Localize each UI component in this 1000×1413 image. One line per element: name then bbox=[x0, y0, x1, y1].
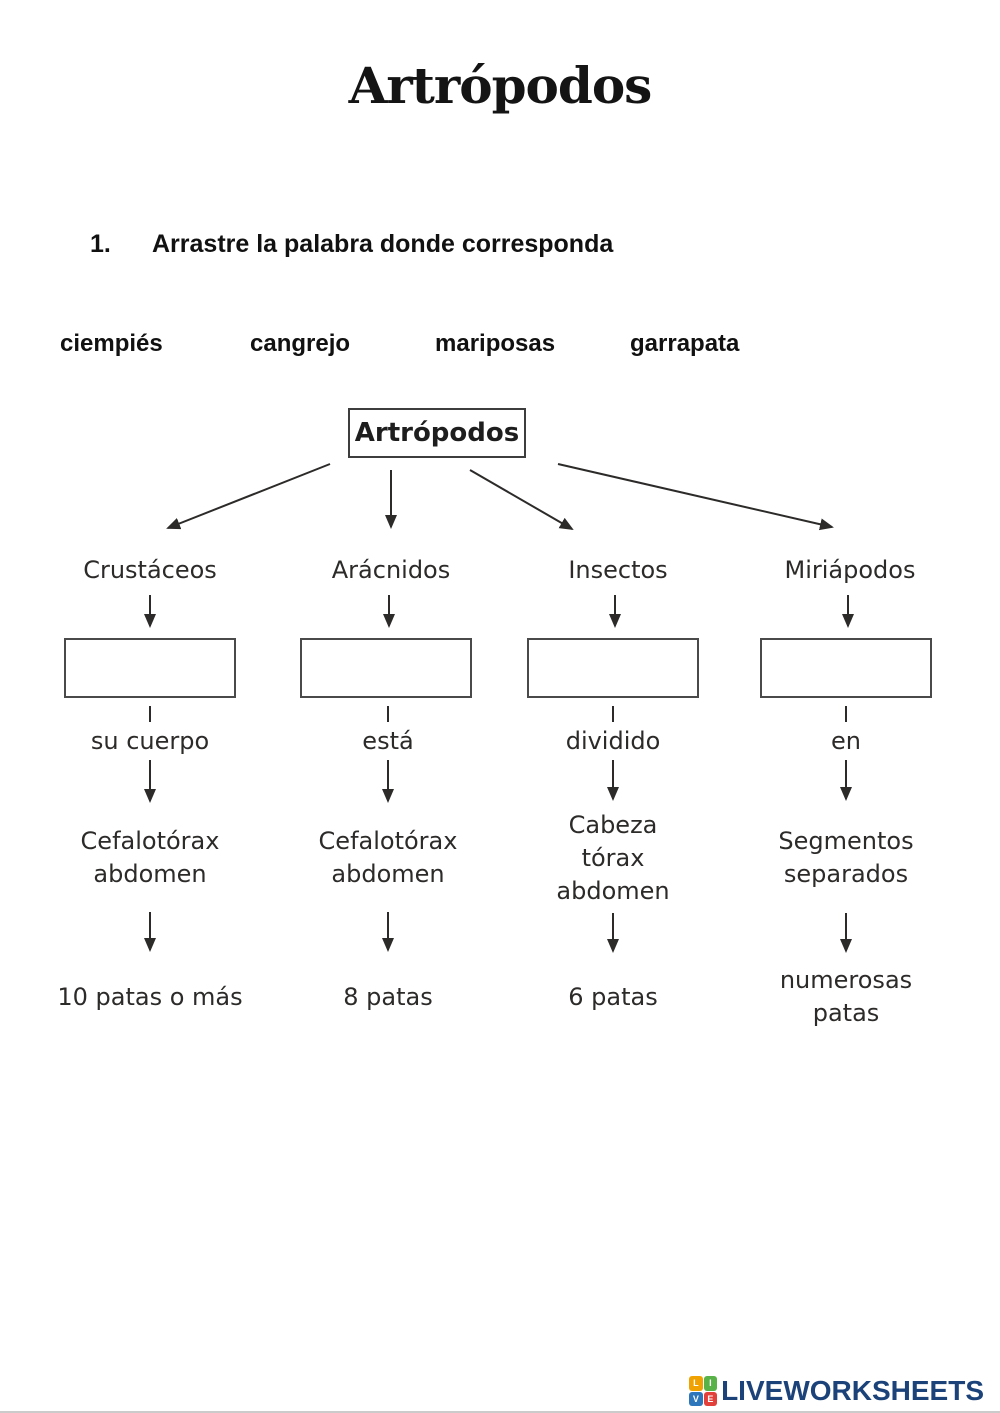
answer-drop-box[interactable] bbox=[760, 638, 932, 698]
body-division-text: Cabeza tórax abdomen bbox=[556, 810, 670, 905]
body-division-text: Cefalotórax abdomen bbox=[80, 827, 220, 888]
arrow-line bbox=[469, 469, 574, 531]
connector-word: su cuerpo bbox=[90, 727, 210, 755]
connector-word: dividido bbox=[565, 727, 661, 755]
liveworksheets-logo[interactable]: L I V E LIVEWORKSHEETS bbox=[689, 1375, 984, 1407]
diagram-root-box: Artrópodos bbox=[348, 408, 526, 458]
category-label-crustaceos: Crustáceos bbox=[83, 556, 217, 584]
logo-tile: I bbox=[703, 1376, 718, 1391]
word-bank-word[interactable]: ciempiés bbox=[60, 330, 163, 357]
answer-drop-box[interactable] bbox=[300, 638, 472, 698]
logo-tile: E bbox=[703, 1391, 718, 1406]
word-bank-word[interactable]: mariposas bbox=[435, 330, 556, 357]
legs-count-text: 8 patas bbox=[343, 982, 433, 1011]
brand-name: LIVEWORKSHEETS bbox=[721, 1375, 984, 1406]
answer-drop-box[interactable] bbox=[64, 638, 236, 698]
body-division-text: Segmentos separados bbox=[778, 827, 914, 888]
legs-count-text: 6 patas bbox=[568, 982, 658, 1011]
logo-tile: V bbox=[689, 1391, 703, 1406]
legs-count-text: 10 patas o más bbox=[57, 982, 243, 1011]
category-label-aracnidos: Arácnidos bbox=[331, 556, 451, 584]
instruction-number: 1. bbox=[90, 230, 111, 258]
legs-count-text: numerosas patas bbox=[779, 966, 913, 1027]
category-label-miriapodos: Miriápodos bbox=[784, 556, 916, 584]
word-bank-word[interactable]: garrapata bbox=[630, 330, 740, 357]
arrow-line bbox=[557, 463, 834, 531]
page-edge-line bbox=[0, 1411, 1000, 1413]
liveworksheets-grid-icon: L I V E bbox=[689, 1376, 718, 1406]
answer-drop-box[interactable] bbox=[527, 638, 699, 698]
body-division-text: Cefalotórax abdomen bbox=[318, 827, 458, 888]
arrow-line bbox=[166, 463, 331, 530]
connector-word: está bbox=[362, 727, 414, 755]
page-title: Artrópodos bbox=[348, 56, 653, 115]
word-bank-word[interactable]: cangrejo bbox=[250, 330, 351, 357]
instruction-text: Arrastre la palabra donde corresponda bbox=[152, 230, 614, 258]
logo-tile: L bbox=[689, 1376, 703, 1391]
connector-word: en bbox=[831, 727, 861, 755]
category-label-insectos: Insectos bbox=[568, 556, 668, 584]
